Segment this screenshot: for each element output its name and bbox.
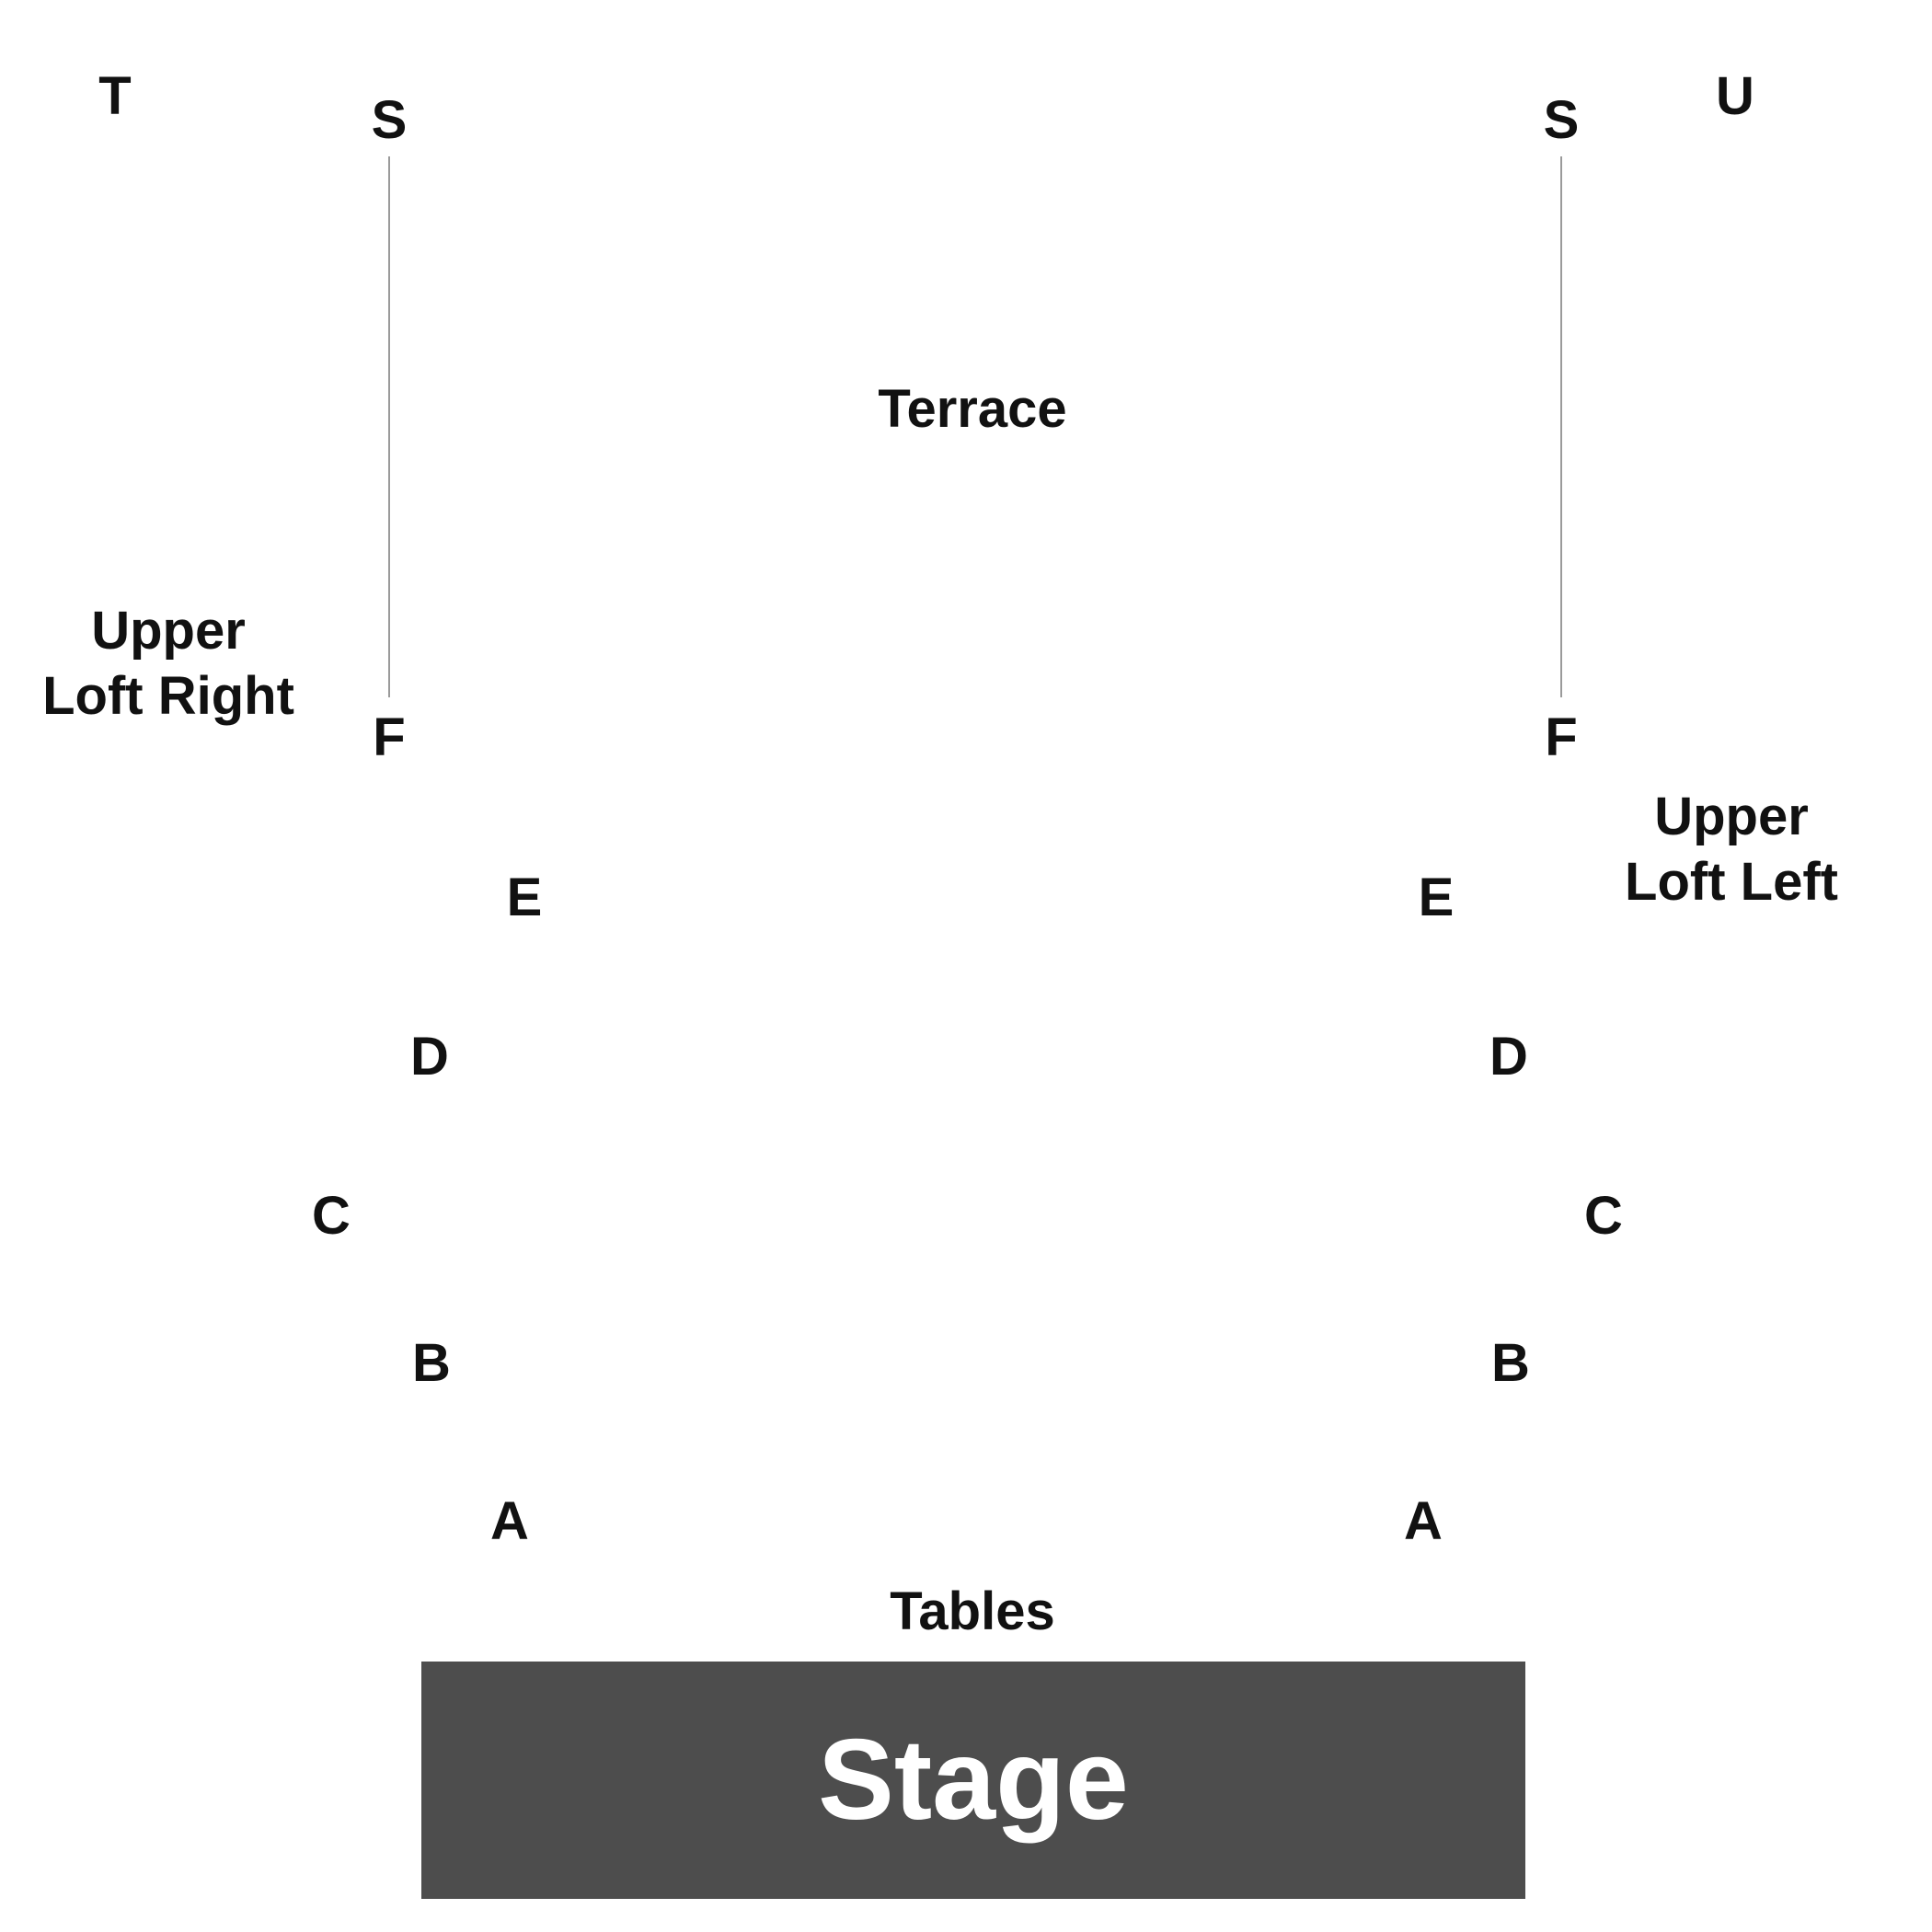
section-t-label: T [98,66,132,126]
stage-block: Stage [421,1662,1525,1899]
right-row-c: C [1584,1186,1623,1246]
left-row-d: D [410,1027,449,1087]
stage-label: Stage [818,1717,1129,1844]
upper-loft-right-label: Upper Loft Right [42,598,294,729]
section-u-label: U [1716,66,1754,126]
left-row-a: A [490,1491,529,1551]
terrace-right-divider [1560,156,1562,697]
terrace-left-row-s: S [371,90,408,150]
upper-loft-right-line1: Upper [91,601,246,661]
upper-loft-left-label: Upper Loft Left [1625,784,1838,914]
upper-loft-left-line1: Upper [1654,787,1809,846]
upper-loft-right-line2: Loft Right [42,666,294,726]
left-row-c: C [312,1186,351,1246]
terrace-left-divider [388,156,390,697]
left-row-b: B [412,1333,451,1393]
terrace-right-row-s: S [1543,90,1580,150]
upper-loft-left-line2: Loft Left [1625,852,1838,912]
tables-section-label: Tables [890,1581,1055,1641]
right-row-b: B [1491,1333,1530,1393]
terrace-left-row-f: F [373,707,406,767]
right-row-a: A [1404,1491,1443,1551]
terrace-right-row-f: F [1545,707,1578,767]
terrace-section-label: Terrace [878,379,1067,439]
right-row-e: E [1418,868,1455,927]
left-row-e: E [506,868,543,927]
right-row-d: D [1489,1027,1528,1087]
